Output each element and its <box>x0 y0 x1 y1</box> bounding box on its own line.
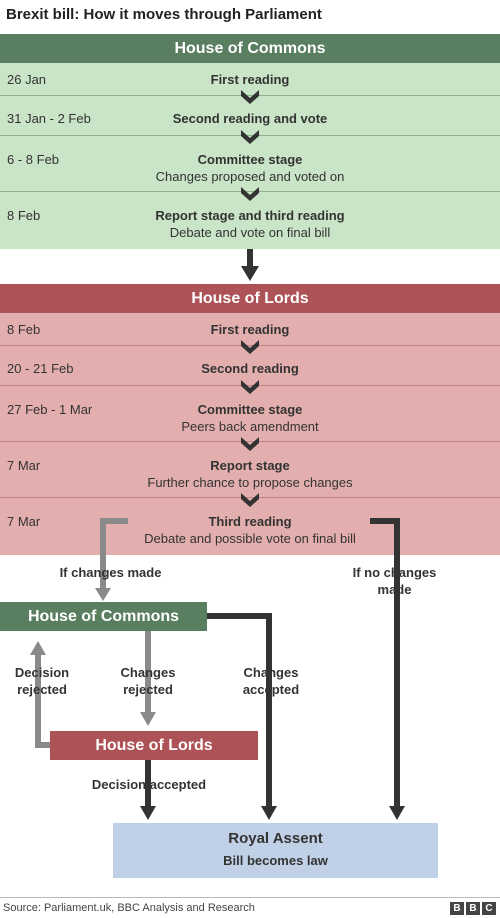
divider <box>0 191 500 192</box>
commons-row-2: 31 Jan - 2 Feb Second reading and vote <box>0 95 500 135</box>
arrowhead-decision-accepted <box>140 806 156 820</box>
chevron-down-icon <box>241 493 259 507</box>
arrowhead-no-changes <box>389 806 405 820</box>
royal-assent-box: Royal Assent Bill becomes law <box>113 823 438 878</box>
divider <box>0 385 500 386</box>
row-stage: Second reading and vote <box>172 111 328 126</box>
row-date: 8 Feb <box>7 322 41 337</box>
row-date: 7 Mar <box>7 514 41 529</box>
commons-row-1: 26 Jan First reading <box>0 63 500 95</box>
label-decision-rejected: Decision rejected <box>14 665 70 697</box>
royal-assent-title: Royal Assent <box>228 830 323 847</box>
row-stage: First reading <box>210 322 290 337</box>
lords-row-5: 7 Mar Third reading Debate and possible … <box>0 497 500 555</box>
row-sub: Debate and possible vote on final bill <box>144 531 356 546</box>
divider <box>0 441 500 442</box>
bbc-logo-letter: B <box>466 902 480 915</box>
bbc-logo-letter: C <box>482 902 496 915</box>
divider <box>0 135 500 136</box>
commons-row-4: 8 Feb Report stage and third reading Deb… <box>0 191 500 249</box>
commons-header: House of Commons <box>0 34 500 63</box>
row-stage: Committee stage <box>197 402 303 417</box>
arrow-if-no-changes <box>370 518 400 809</box>
royal-assent-subtitle: Bill becomes law <box>223 853 328 868</box>
chevron-down-icon <box>241 187 259 201</box>
chevron-down-icon <box>241 437 259 451</box>
bbc-logo-letter: B <box>450 902 464 915</box>
row-date: 27 Feb - 1 Mar <box>7 402 93 417</box>
commons-panel: 26 Jan First reading 31 Jan - 2 Feb Seco… <box>0 63 500 249</box>
chevron-down-icon <box>241 340 259 354</box>
commons-box: House of Commons <box>0 602 207 631</box>
row-stage: Report stage and third reading <box>155 208 345 223</box>
row-sub: Changes proposed and voted on <box>155 169 345 184</box>
source-note: Source: Parliament.uk, BBC Analysis and … <box>3 902 255 914</box>
row-stage: First reading <box>210 72 290 87</box>
label-decision-accepted: Decision accepted <box>91 777 207 792</box>
arrow-changes-accepted <box>207 613 272 809</box>
bbc-logo: B B C <box>450 902 496 915</box>
chevron-icons <box>241 90 259 507</box>
arrow-commons-to-lords <box>241 249 259 281</box>
arrowhead-changes-rejected <box>140 712 156 726</box>
lords-row-4: 7 Mar Report stage Further chance to pro… <box>0 441 500 497</box>
divider <box>0 497 500 498</box>
row-stage: Committee stage <box>197 152 303 167</box>
arrowhead-decision-rejected <box>30 641 46 655</box>
footer-divider <box>0 897 500 898</box>
row-sub: Debate and vote on final bill <box>169 225 331 240</box>
label-changes-accepted: Changes accepted <box>242 665 300 697</box>
chart-title: Brexit bill: How it moves through Parlia… <box>6 6 322 23</box>
label-if-no-changes: If no changes made <box>352 565 437 597</box>
row-sub: Further chance to propose changes <box>147 475 353 490</box>
row-date: 6 - 8 Feb <box>7 152 60 167</box>
commons-row-3: 6 - 8 Feb Committee stage Changes propos… <box>0 135 500 191</box>
row-date: 7 Mar <box>7 458 41 473</box>
arrow-decision-accepted <box>145 760 151 808</box>
lords-row-3: 27 Feb - 1 Mar Committee stage Peers bac… <box>0 385 500 441</box>
arrow-if-changes <box>100 518 128 592</box>
row-date: 20 - 21 Feb <box>7 361 74 376</box>
row-date: 8 Feb <box>7 208 41 223</box>
lords-header: House of Lords <box>0 284 500 313</box>
chevron-down-icon <box>241 90 259 104</box>
row-date: 26 Jan <box>7 72 47 87</box>
arrow-changes-rejected <box>145 630 151 714</box>
chevron-down-icon <box>241 130 259 144</box>
arrowhead-changes-accepted <box>261 806 277 820</box>
label-if-changes: If changes made <box>59 565 162 580</box>
divider <box>0 95 500 96</box>
row-stage: Second reading <box>201 361 299 376</box>
arrowhead-if-changes <box>95 588 111 601</box>
row-stage: Report stage <box>210 458 290 473</box>
lords-box: House of Lords <box>50 731 258 760</box>
arrow-decision-rejected <box>35 650 50 748</box>
row-stage: Third reading <box>208 514 292 529</box>
chevron-down-icon <box>241 380 259 394</box>
divider <box>0 345 500 346</box>
row-sub: Peers back amendment <box>181 419 319 434</box>
label-changes-rejected: Changes rejected <box>120 665 176 697</box>
lords-row-2: 20 - 21 Feb Second reading <box>0 345 500 385</box>
lords-row-1: 8 Feb First reading <box>0 313 500 345</box>
row-date: 31 Jan - 2 Feb <box>7 111 91 126</box>
